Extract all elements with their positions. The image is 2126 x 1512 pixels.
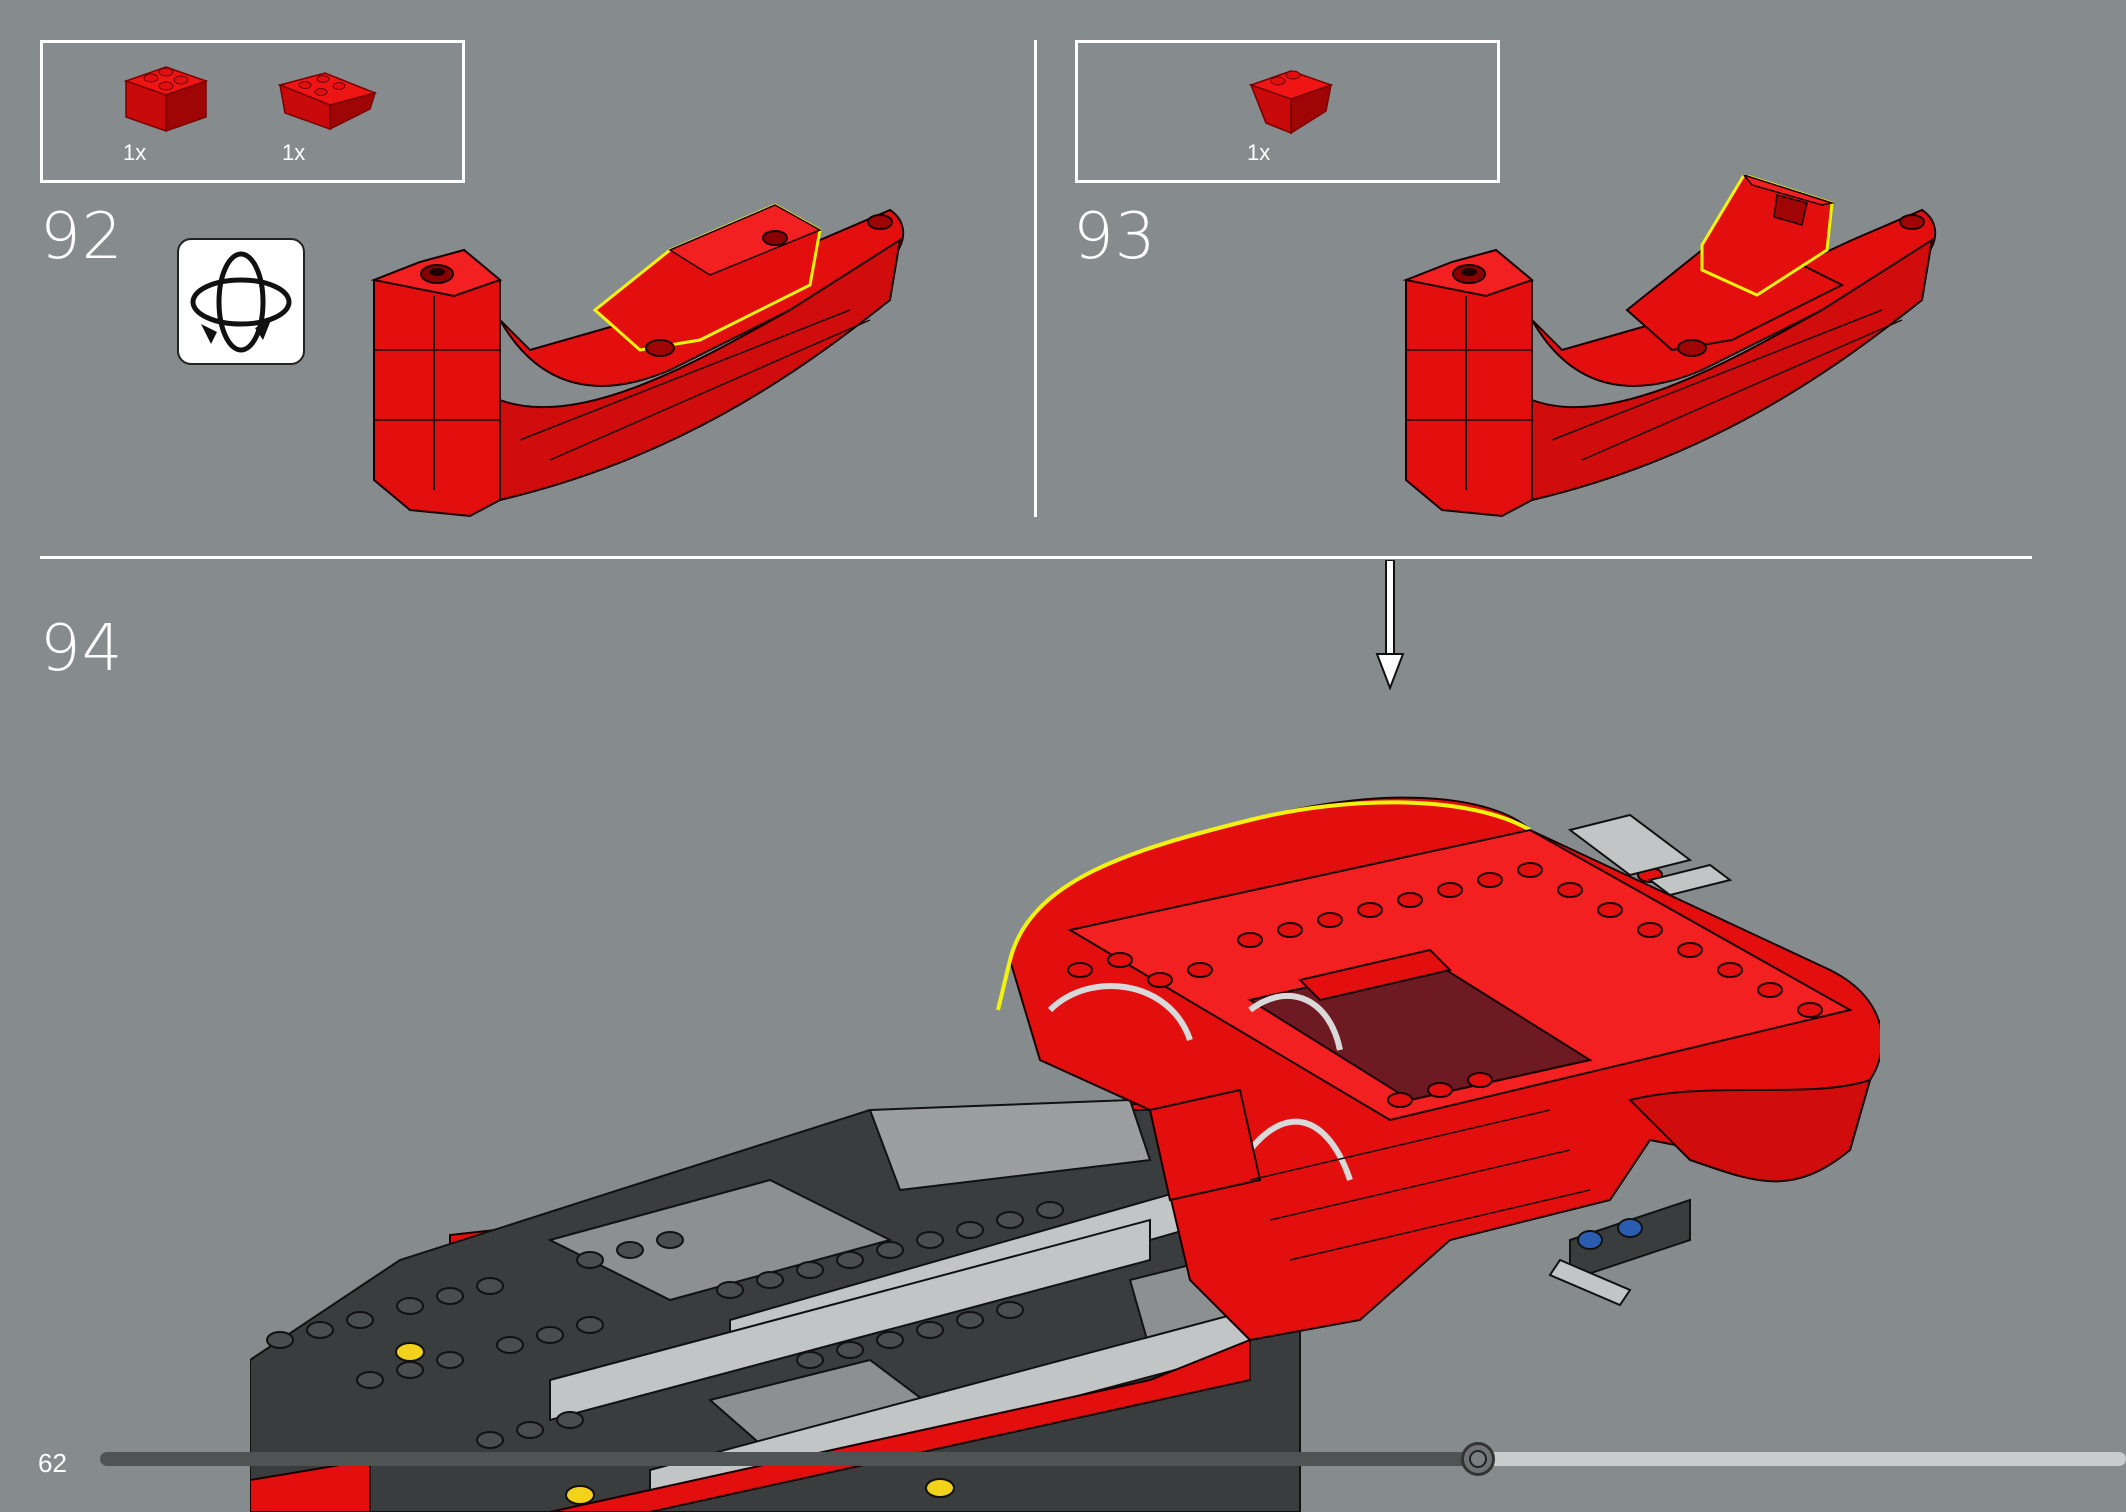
rotate-model-icon [177,238,305,365]
part-qty: 1x [123,140,147,165]
progress-track[interactable] [100,1452,2126,1466]
step-number: 94 [40,612,124,686]
red-brick-2x2-icon [123,66,209,133]
placement-arrow-icon [1375,560,1405,690]
part-qty: 1x [1247,140,1271,165]
section-divider [40,556,2032,559]
step-94-model [250,796,1880,1512]
parts-callout-step-93: 1x [1075,40,1500,183]
red-slope-inverted-icon [277,72,378,131]
step-93-model [1402,175,1937,518]
progress-played [100,1452,1478,1466]
step-92-model [370,203,905,518]
step-number: 93 [1073,200,1157,274]
step-divider [1034,40,1037,517]
part-qty: 1x [282,140,306,165]
step-number: 92 [40,200,124,274]
red-slope-2x2-icon [1248,70,1334,135]
parts-callout-step-92: 1x 1x [40,40,465,183]
page-number: 62 [38,1448,67,1478]
progress-remaining [1478,1452,2126,1466]
progress-slider-thumb[interactable] [1461,1442,1495,1476]
